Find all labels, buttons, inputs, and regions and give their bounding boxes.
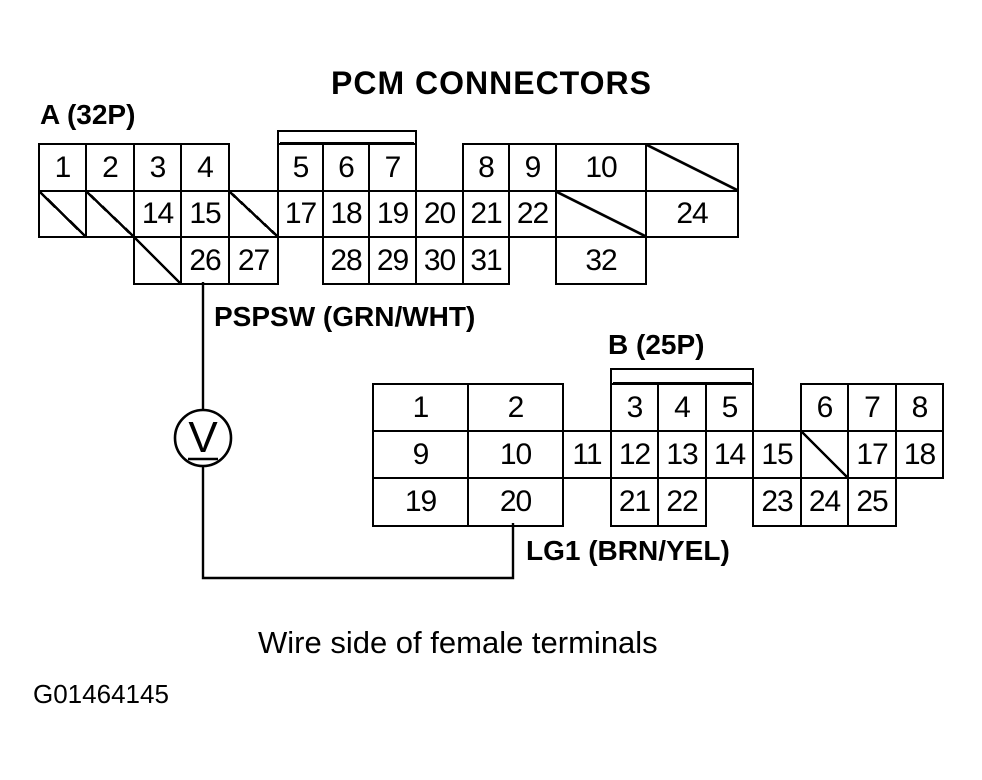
- figure-id: G01464145: [33, 679, 169, 709]
- pin-a-5: 5: [277, 143, 324, 192]
- lg1-wire-label: LG1 (BRN/YEL): [526, 535, 730, 566]
- pin-b-20: 20: [467, 477, 564, 527]
- pin-b-9: 9: [372, 430, 469, 479]
- pin-b-10: 10: [467, 430, 564, 479]
- caption: Wire side of female terminals: [258, 625, 658, 660]
- pin-a-28: 28: [322, 236, 370, 285]
- pin-b-4: 4: [657, 383, 707, 432]
- pin-b-13: 13: [657, 430, 707, 479]
- pin-a-22: 22: [508, 190, 557, 238]
- pin-a-29: 29: [368, 236, 417, 285]
- pin-b-5: 5: [705, 383, 754, 432]
- pin-a-17: 17: [277, 190, 324, 238]
- pin-b-19: 19: [372, 477, 469, 527]
- pin-a-27: 27: [228, 236, 279, 285]
- pin-a-4: 4: [180, 143, 230, 192]
- pin-b-8: 8: [895, 383, 944, 432]
- pin-b-17: 17: [847, 430, 897, 479]
- page-title: PCM CONNECTORS: [331, 65, 652, 101]
- pin-b-14: 14: [705, 430, 754, 479]
- pin-a-blank-r1c0: [38, 190, 87, 238]
- pin-a-15: 15: [180, 190, 230, 238]
- pin-b-2: 2: [467, 383, 564, 432]
- pin-a-blank-r0c13: [645, 143, 739, 192]
- pin-a-19: 19: [368, 190, 417, 238]
- pin-a-30: 30: [415, 236, 464, 285]
- pspsw-wire-label: PSPSW (GRN/WHT): [214, 301, 476, 332]
- pin-b-3: 3: [610, 383, 659, 432]
- pin-a-3: 3: [133, 143, 182, 192]
- pin-b-23: 23: [752, 477, 802, 527]
- pin-a-24: 24: [645, 190, 739, 238]
- pin-a-7: 7: [368, 143, 417, 192]
- pin-a-26: 26: [180, 236, 230, 285]
- pin-b-6: 6: [800, 383, 849, 432]
- pin-b-21: 21: [610, 477, 659, 527]
- pin-b-12: 12: [610, 430, 659, 479]
- pin-b-25: 25: [847, 477, 897, 527]
- pin-a-14: 14: [133, 190, 182, 238]
- connector-a-label: A (32P): [40, 99, 136, 130]
- pin-a-10: 10: [555, 143, 647, 192]
- pin-b-22: 22: [657, 477, 707, 527]
- pin-b-blank-r1c7: [800, 430, 849, 479]
- connector-a-key-tab: [277, 130, 417, 145]
- pin-a-32: 32: [555, 236, 647, 285]
- connector-b-key-tab: [610, 368, 754, 385]
- connector-b-label: B (25P): [608, 329, 705, 360]
- pin-b-11: 11: [562, 430, 612, 479]
- pin-a-9: 9: [508, 143, 557, 192]
- pin-b-18: 18: [895, 430, 944, 479]
- pin-a-31: 31: [462, 236, 510, 285]
- pin-b-24: 24: [800, 477, 849, 527]
- pin-b-7: 7: [847, 383, 897, 432]
- pin-b-15: 15: [752, 430, 802, 479]
- pin-b-1: 1: [372, 383, 469, 432]
